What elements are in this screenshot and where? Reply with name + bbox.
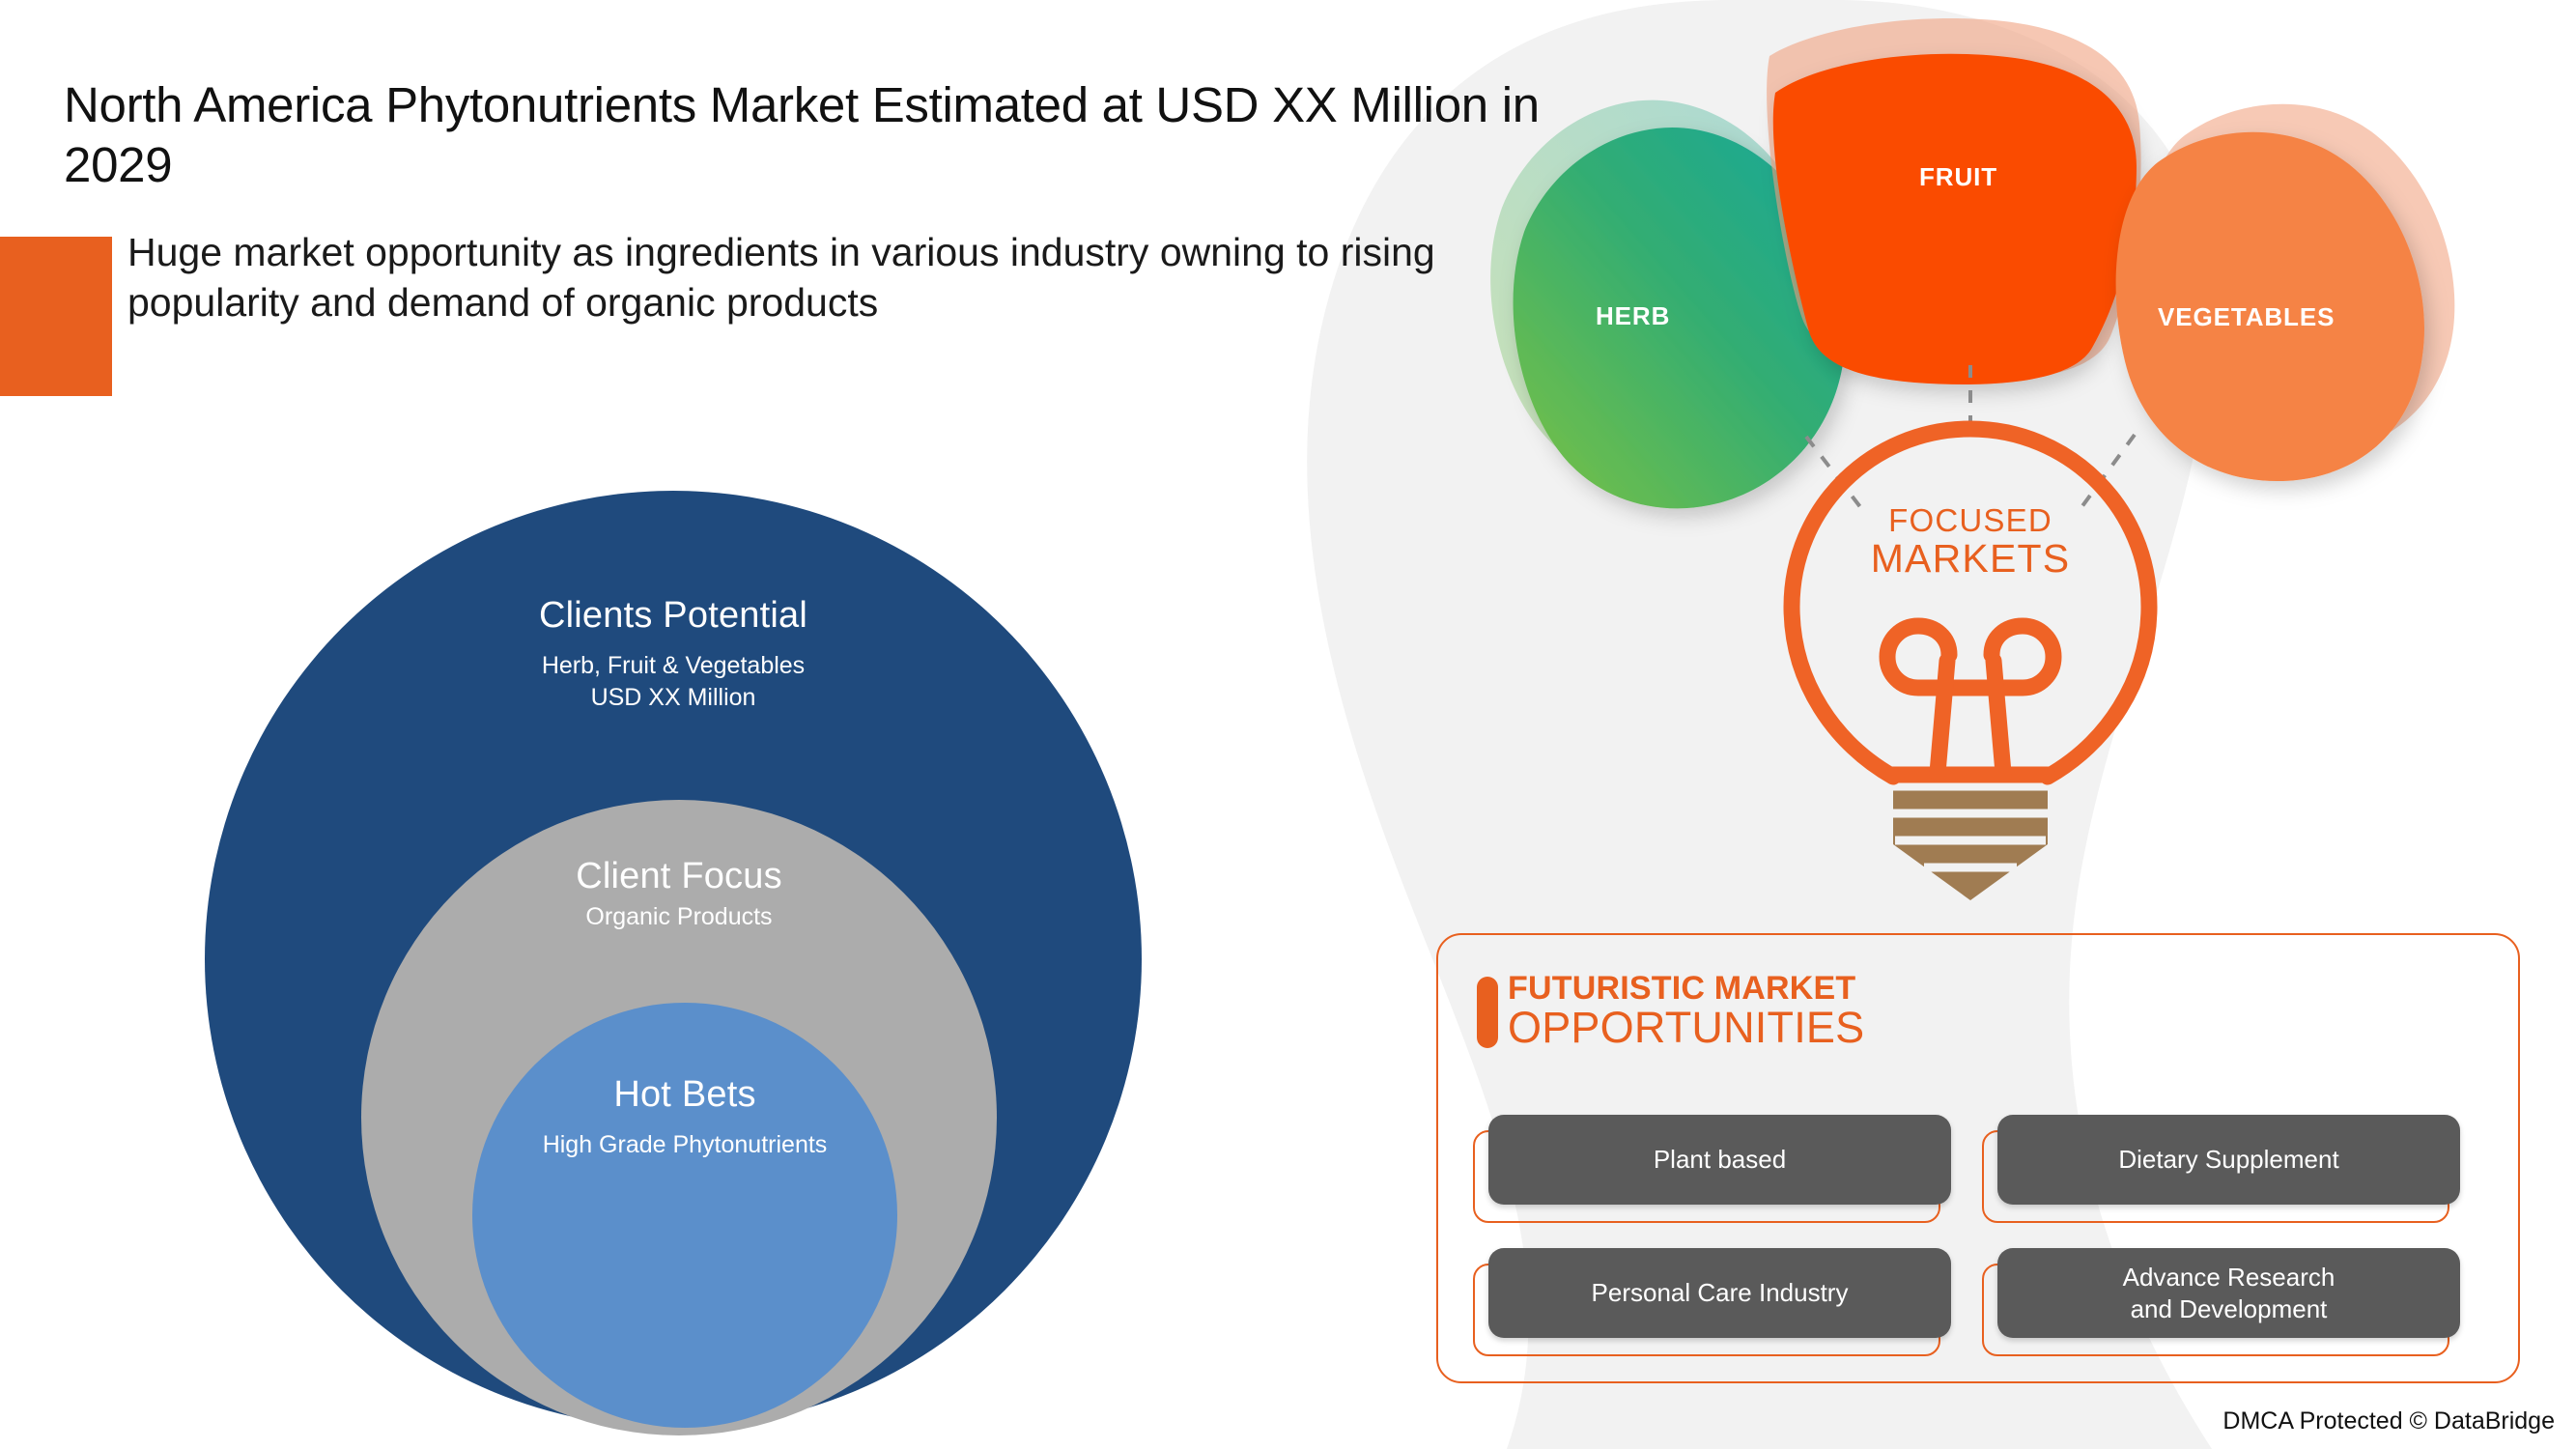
opportunity-item: Advance Research and Development <box>1982 1248 2460 1356</box>
connector-herb <box>1804 435 1866 514</box>
lightbulb-base-icon <box>1893 773 2048 900</box>
lightbulb-icon <box>1783 420 2158 785</box>
circle-outer-sub-line2: USD XX Million <box>590 684 756 711</box>
futuristic-market-opportunities-panel: FUTURISTIC MARKET OPPORTUNITIES Plant ba… <box>1436 933 2520 1383</box>
copyright-footer: DMCA Protected © DataBridge <box>2222 1407 2555 1435</box>
circle-outer-sub-line1: Herb, Fruit & Vegetables <box>541 652 806 679</box>
circle-inner-title: Hot Bets <box>613 1074 756 1115</box>
focused-markets-diagram <box>1490 18 2455 900</box>
connector-vegetables <box>2075 433 2137 516</box>
fmo-title-line1: FUTURISTIC MARKET <box>1508 970 1856 1007</box>
circle-mid-subtitle: Organic Products <box>585 903 773 930</box>
opportunity-card-grid: Plant based Dietary Supplement Personal … <box>1473 1115 2485 1356</box>
opportunity-card-advance-research-and-development[interactable]: Advance Research and Development <box>1997 1248 2460 1338</box>
vegetables-shape <box>2115 131 2424 481</box>
fmo-accent-bar-icon <box>1477 977 1498 1048</box>
page-subtitle: Huge market opportunity as ingredients i… <box>127 230 1435 326</box>
accent-square <box>0 237 112 396</box>
concentric-circles-diagram: Clients Potential Herb, Fruit & Vegetabl… <box>205 491 1142 1447</box>
opportunity-card-personal-care-industry[interactable]: Personal Care Industry <box>1488 1248 1951 1338</box>
fruit-shape <box>1772 53 2137 385</box>
opportunity-item: Plant based <box>1473 1115 1951 1223</box>
opportunity-item: Dietary Supplement <box>1982 1115 2460 1223</box>
opportunity-card-dietary-supplement[interactable]: Dietary Supplement <box>1997 1115 2460 1205</box>
fmo-title-group: FUTURISTIC MARKET OPPORTUNITIES <box>1508 972 1864 1050</box>
circle-hot-bets: Hot Bets High Grade Phytonutrients <box>472 1003 897 1428</box>
circle-outer-subtitle: Herb, Fruit & Vegetables USD XX Million <box>205 650 1142 714</box>
fmo-header: FUTURISTIC MARKET OPPORTUNITIES <box>1477 972 1864 1050</box>
opportunity-item: Personal Care Industry <box>1473 1248 1951 1356</box>
circle-outer-title: Clients Potential <box>539 595 807 636</box>
circle-mid-title: Client Focus <box>576 856 782 896</box>
page-title: North America Phytonutrients Market Esti… <box>64 77 1540 193</box>
opportunity-card-plant-based[interactable]: Plant based <box>1488 1115 1951 1205</box>
herb-shape <box>1513 128 1846 509</box>
circle-inner-subtitle: High Grade Phytonutrients <box>542 1131 828 1158</box>
fmo-title-line2: OPPORTUNITIES <box>1508 1002 1865 1052</box>
